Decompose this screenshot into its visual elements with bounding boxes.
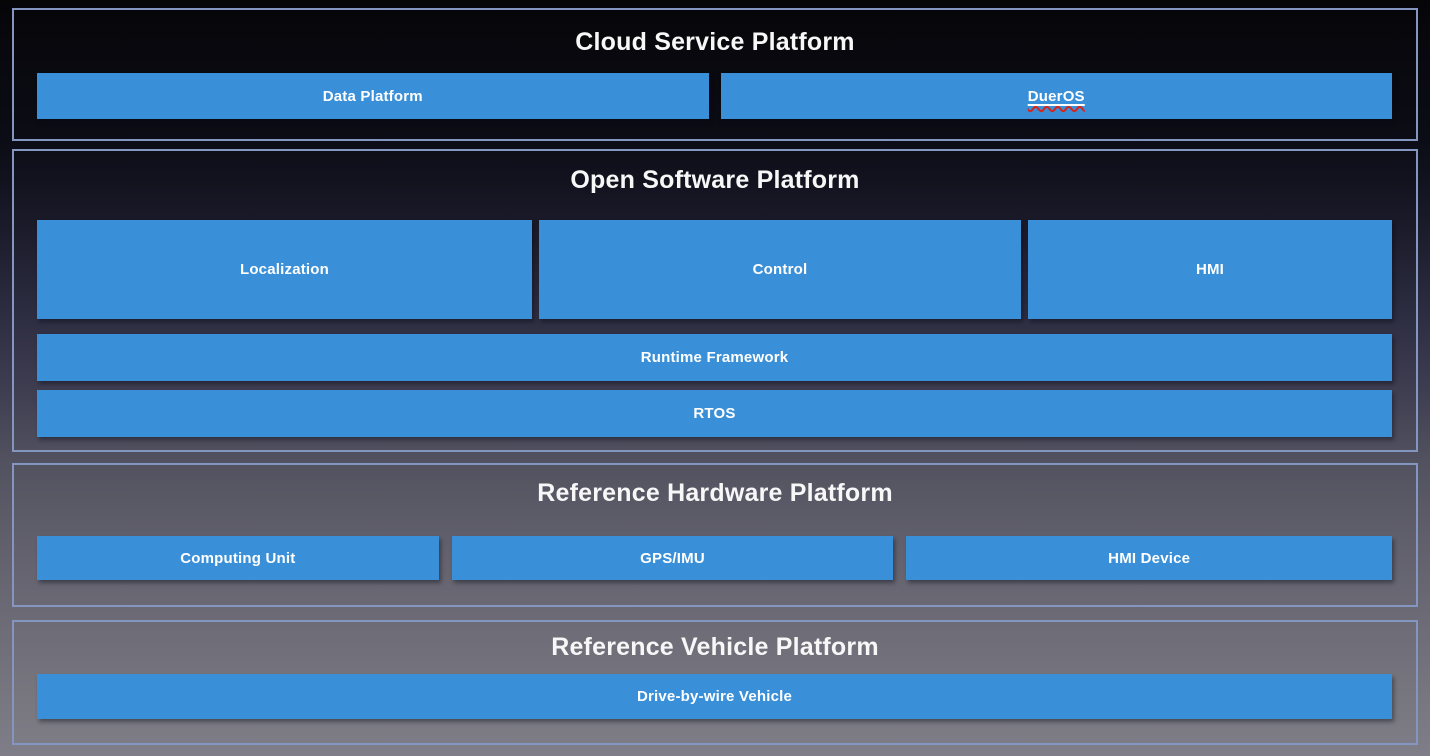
section-title-open-software-platform: Open Software Platform xyxy=(570,166,860,194)
box-hmi: HMI xyxy=(1028,220,1392,319)
box-data-platform: Data Platform xyxy=(37,73,709,119)
box-rtos: RTOS xyxy=(37,390,1392,437)
hardware-box-row: Computing Unit GPS/IMU HMI Device xyxy=(37,536,1393,580)
section-reference-vehicle-platform: Reference Vehicle Platform Drive-by-wire… xyxy=(12,620,1418,745)
box-label: DuerOS xyxy=(1027,87,1085,105)
software-box-row: Localization Control HMI xyxy=(37,220,1392,319)
box-control: Control xyxy=(539,220,1021,319)
box-label: Control xyxy=(752,261,808,278)
box-label: Localization xyxy=(239,261,330,278)
section-cloud-service-platform: Cloud Service Platform Data Platform Due… xyxy=(12,8,1418,141)
box-label: HMI xyxy=(1195,261,1225,278)
box-runtime-framework: Runtime Framework xyxy=(37,334,1392,381)
box-dueros: DuerOS xyxy=(720,73,1392,119)
box-label: Data Platform xyxy=(322,87,423,105)
box-computing-unit: Computing Unit xyxy=(37,536,439,580)
vehicle-box-row: Drive-by-wire Vehicle xyxy=(37,674,1392,719)
cloud-box-row: Data Platform DuerOS xyxy=(37,73,1392,119)
box-label: Computing Unit xyxy=(180,549,296,567)
runtime-framework-row: Runtime Framework xyxy=(37,334,1392,381)
box-label: HMI Device xyxy=(1108,549,1191,567)
box-label: RTOS xyxy=(693,405,736,422)
box-label: GPS/IMU xyxy=(640,549,705,567)
box-label: Drive-by-wire Vehicle xyxy=(636,688,793,705)
section-reference-hardware-platform: Reference Hardware Platform Computing Un… xyxy=(12,463,1418,607)
section-title-reference-hardware-platform: Reference Hardware Platform xyxy=(537,479,893,507)
box-gps-imu: GPS/IMU xyxy=(451,536,894,580)
box-localization: Localization xyxy=(37,220,532,319)
box-hmi-device: HMI Device xyxy=(906,536,1393,580)
rtos-row: RTOS xyxy=(37,390,1392,437)
spellcheck-wavy-underline: DuerOS xyxy=(1028,88,1085,105)
section-open-software-platform: Open Software Platform Localization Cont… xyxy=(12,149,1418,452)
section-title-reference-vehicle-platform: Reference Vehicle Platform xyxy=(551,633,879,661)
box-drive-by-wire-vehicle: Drive-by-wire Vehicle xyxy=(37,674,1392,719)
box-label: Runtime Framework xyxy=(640,349,789,366)
section-title-cloud-service-platform: Cloud Service Platform xyxy=(575,28,855,56)
